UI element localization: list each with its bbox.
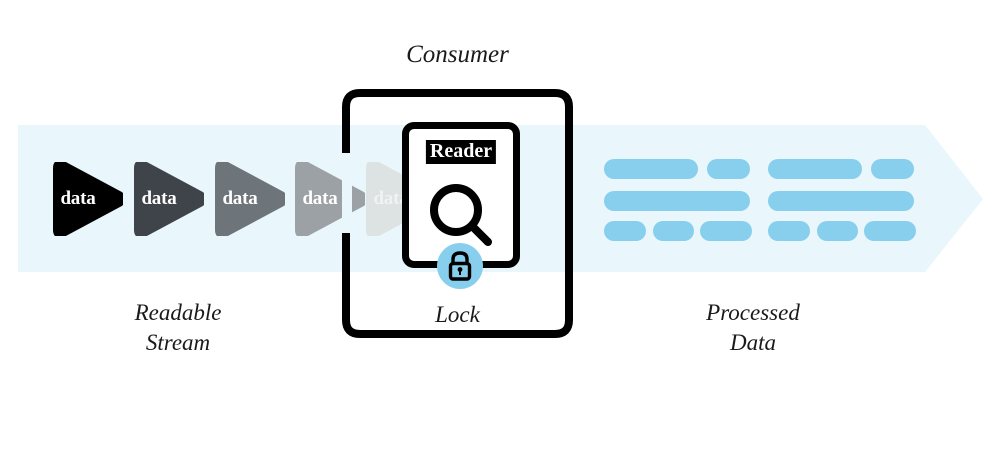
consumer-box-outline-upper xyxy=(342,89,573,338)
consumer-box-left-gap xyxy=(342,153,352,233)
data-arrow-label: data xyxy=(373,188,409,209)
processed-bar xyxy=(604,159,698,179)
processed-bar xyxy=(604,221,646,241)
data-arrow-1: data xyxy=(47,160,126,238)
processed-bar xyxy=(604,191,750,211)
data-arrow-label: data xyxy=(141,188,177,209)
caption-line: Stream xyxy=(145,330,211,356)
lock-icon[interactable] xyxy=(437,243,483,289)
processed-bar xyxy=(864,221,916,241)
data-arrow-label: data xyxy=(60,188,96,209)
processed-bar xyxy=(768,191,914,211)
processed-bar xyxy=(768,159,862,179)
caption-readable-stream: Readable Stream xyxy=(88,298,268,359)
data-arrow-label: data xyxy=(302,188,338,209)
processed-bar xyxy=(871,159,914,179)
caption-line: Readable xyxy=(134,300,222,325)
data-arrow-shape xyxy=(53,160,126,238)
caption-line: Processed xyxy=(706,300,800,325)
data-arrow-3: data xyxy=(209,160,288,238)
processed-bar xyxy=(817,221,858,241)
caption-lock: Lock xyxy=(435,302,480,327)
magnifier-icon xyxy=(430,184,492,246)
data-arrow-shape xyxy=(295,160,368,238)
caption-line: Data xyxy=(730,330,776,356)
processed-bar xyxy=(700,221,752,241)
processed-bar xyxy=(653,221,694,241)
processed-bar xyxy=(768,221,810,241)
reader-badge-label: Reader xyxy=(425,140,497,164)
consumer-box xyxy=(342,89,573,338)
consumer-title: Consumer xyxy=(406,41,509,68)
data-arrow-shape xyxy=(215,160,288,238)
data-arrow-4: data xyxy=(289,160,368,238)
caption-processed-data: Processed Data xyxy=(663,298,843,359)
data-arrow-shape xyxy=(134,160,207,238)
data-arrow-2: data xyxy=(128,160,207,238)
data-arrow-label: data xyxy=(222,188,258,209)
processed-bar xyxy=(707,159,750,179)
